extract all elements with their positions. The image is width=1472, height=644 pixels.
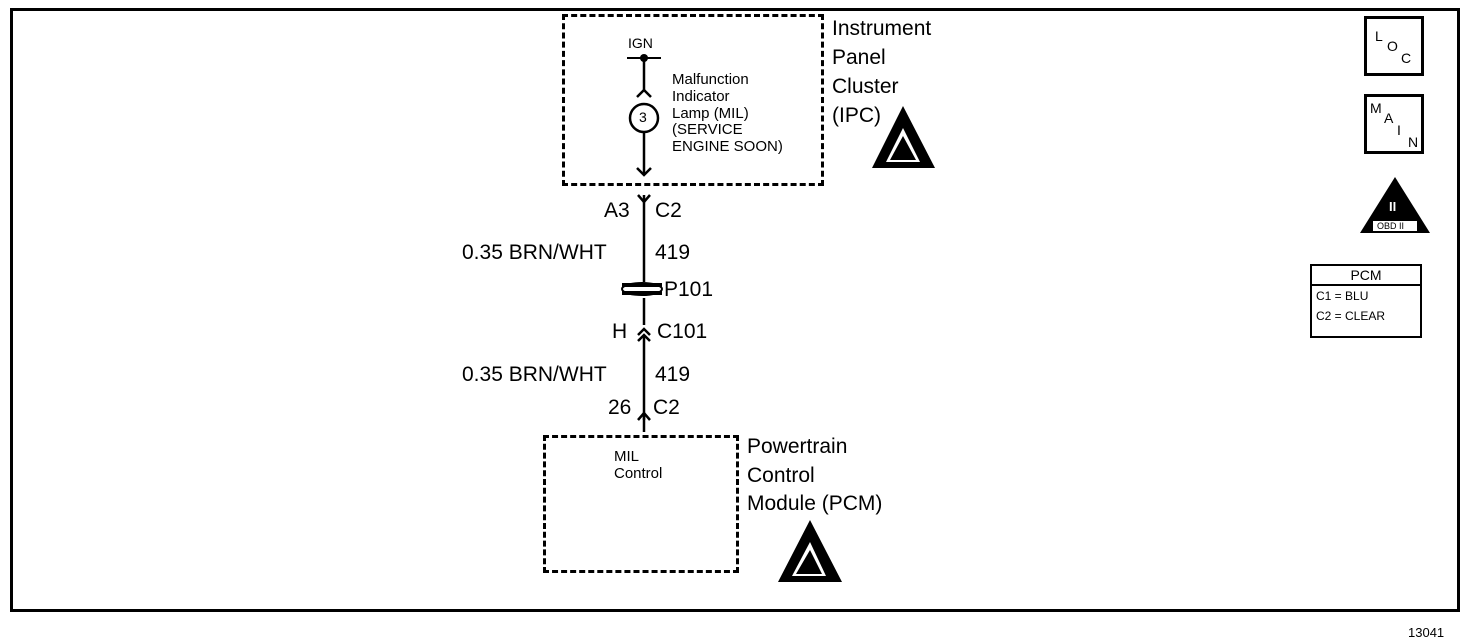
ipc-title-line: Panel: [832, 45, 886, 69]
pcm-title-line: Powertrain: [747, 435, 848, 458]
inline-connector-label: C101: [657, 320, 708, 343]
lamp-desc-line: ENGINE SOON): [672, 138, 783, 156]
mil-lamp-description: Malfunction Indicator Lamp (MIL) (SERVIC…: [672, 71, 783, 156]
ipc-title: Instrument Panel Cluster (IPC): [832, 15, 931, 131]
wire-spec-upper: 0.35 BRN/WHT: [462, 241, 607, 264]
main-icon-letter: N: [1408, 134, 1419, 150]
ign-label: IGN: [628, 35, 653, 51]
obd-ii-label: OBD II: [1377, 221, 1405, 231]
connector-color-table: PCM C1 = BLU C2 = CLEAR: [1310, 264, 1422, 338]
esd-warning-icon-ipc: [872, 106, 935, 168]
splice-p101-bar-bottom: [622, 291, 662, 295]
diagram-frame: [10, 8, 1460, 612]
connector-table-row: C1 = BLU: [1316, 289, 1369, 303]
pcm-function-line: MIL: [614, 448, 640, 465]
connector-table-header: PCM: [1312, 266, 1420, 286]
loc-icon-letter: O: [1387, 38, 1398, 54]
main-icon-letter: I: [1397, 122, 1401, 138]
lamp-desc-line: Lamp (MIL): [672, 104, 749, 122]
loc-icon-letter: C: [1401, 50, 1412, 66]
pcm-pin-label: 26: [608, 396, 632, 419]
obd-ii-icon: [1360, 177, 1430, 233]
obd-ii-mark: II: [1389, 199, 1397, 214]
circuit-number-lower: 419: [655, 363, 691, 386]
ipc-title-line: (IPC): [832, 103, 881, 127]
ipc-pin-label: A3: [604, 199, 630, 222]
figure-number: 13041: [1408, 625, 1445, 640]
splice-p101-bar-top: [622, 283, 662, 287]
pcm-component-box: [543, 435, 739, 573]
main-icon-letter: A: [1384, 110, 1394, 126]
ipc-connector-label: C2: [655, 199, 682, 222]
connector-table-row: C2 = CLEAR: [1316, 309, 1386, 323]
inline-pin-label: H: [612, 320, 628, 343]
loc-icon[interactable]: L O C: [1364, 16, 1424, 76]
mil-lamp-symbol: 3: [639, 109, 647, 125]
main-icon-letter: M: [1370, 100, 1382, 116]
wire-spec-lower: 0.35 BRN/WHT: [462, 363, 607, 386]
pcm-connector-label: C2: [653, 396, 680, 419]
pcm-title-line: Control: [747, 463, 815, 487]
ipc-component-box: [562, 14, 824, 186]
lamp-desc-line: Malfunction: [672, 71, 749, 88]
pcm-title: Powertrain Control Module (PCM): [747, 433, 882, 519]
circuit-number-upper: 419: [655, 241, 691, 264]
lamp-desc-line: Indicator: [672, 87, 730, 105]
loc-icon-letter: L: [1375, 28, 1383, 44]
pcm-title-line: Module (PCM): [747, 492, 883, 516]
main-icon[interactable]: M A I N: [1364, 94, 1424, 154]
splice-label: P101: [664, 278, 714, 301]
ipc-title-line: Cluster: [832, 74, 899, 98]
pcm-function-line: Control: [614, 464, 663, 482]
lamp-desc-line: (SERVICE: [672, 121, 743, 139]
esd-warning-icon-pcm: [778, 520, 842, 582]
pcm-function-label: MIL Control: [614, 448, 663, 483]
ipc-title-line: Instrument: [832, 17, 932, 40]
